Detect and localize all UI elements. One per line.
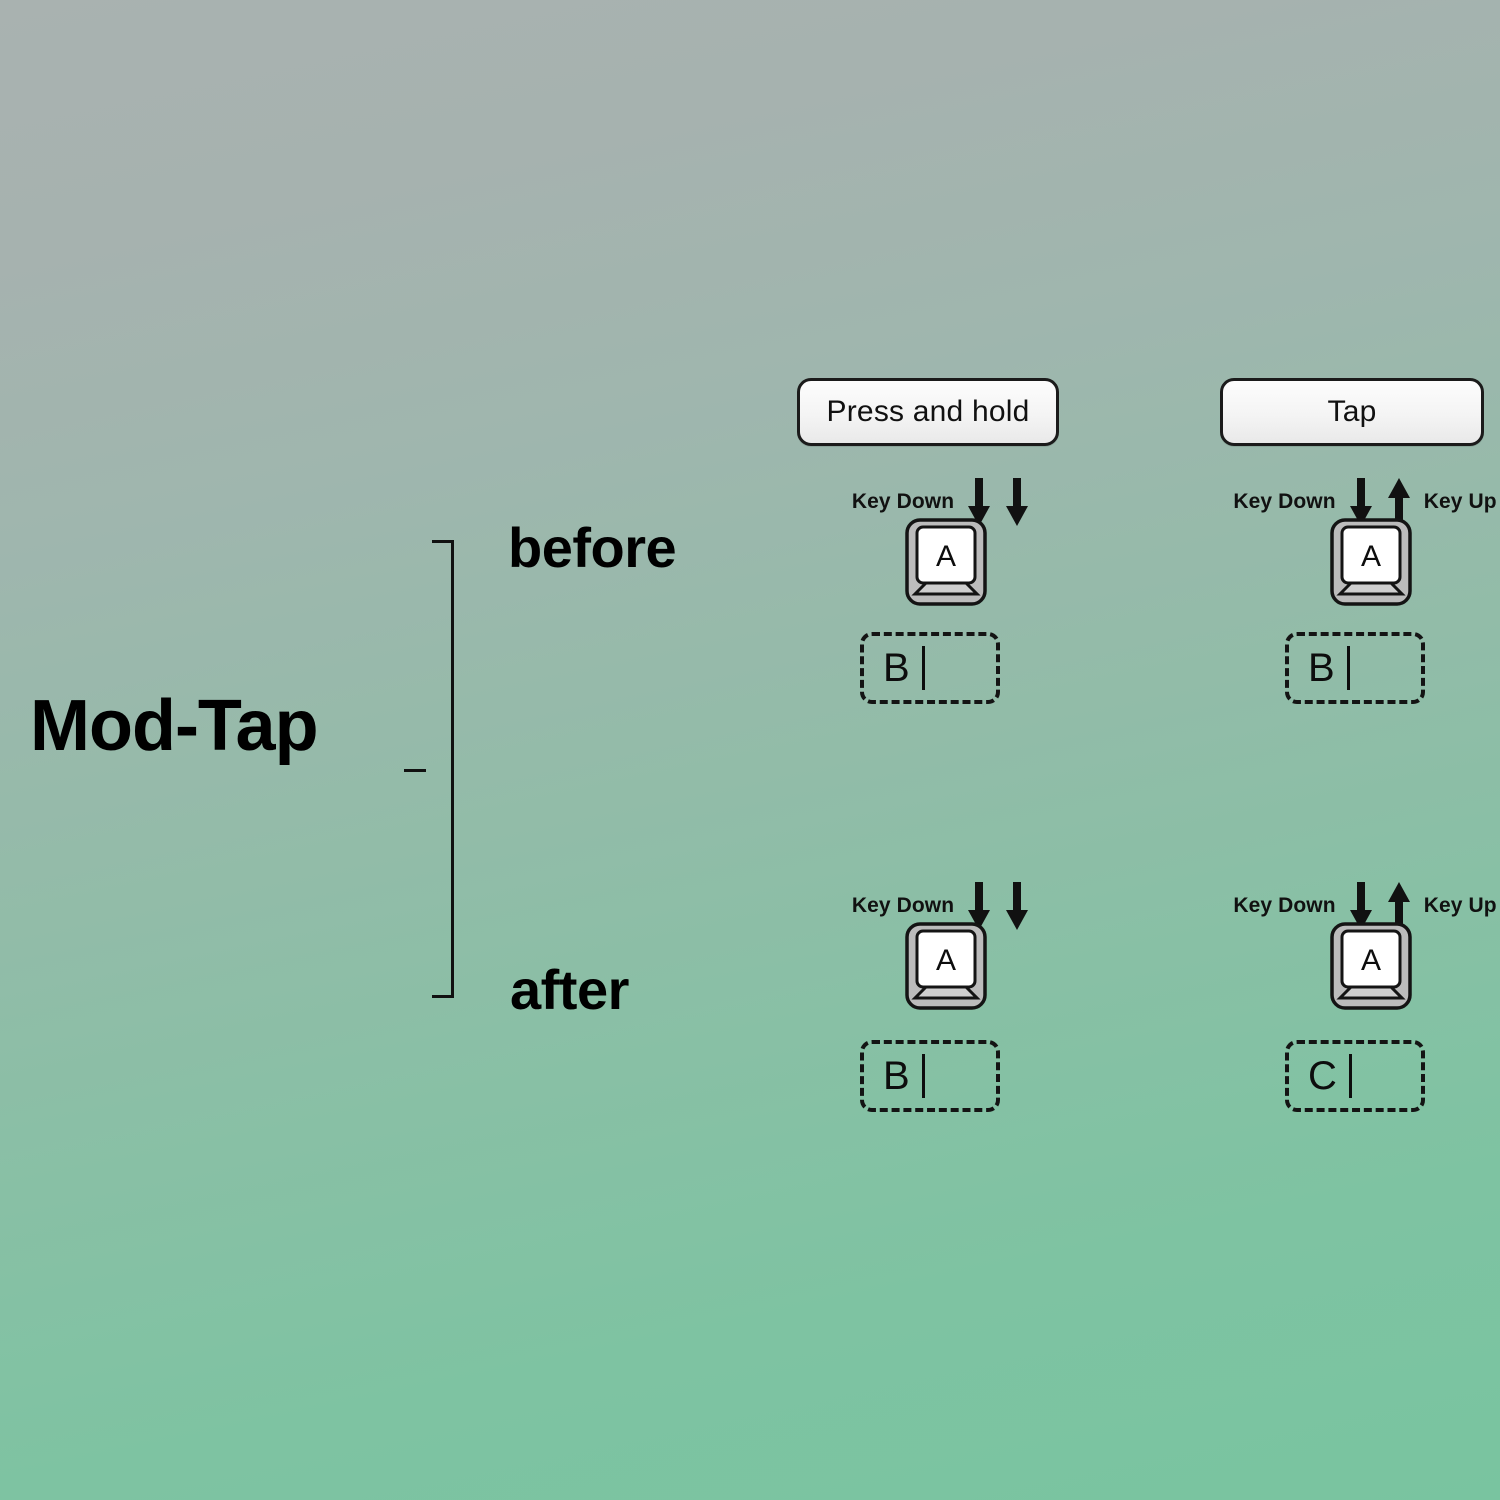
- arrow-down-icon: [1006, 882, 1029, 930]
- key-down-label: Key Down: [851, 894, 955, 917]
- svg-text:A: A: [1361, 944, 1381, 977]
- key-event-row: Key Down Key Up: [1180, 476, 1500, 528]
- text-caret-icon: [1348, 1054, 1352, 1098]
- arrow-group: [968, 478, 1029, 526]
- output-textbox[interactable]: B: [1285, 632, 1425, 704]
- arrow-group: [1349, 478, 1410, 526]
- text-caret-icon: [921, 1054, 925, 1098]
- bracket-stub-bottom: [432, 995, 454, 998]
- output-letter: C: [1308, 1054, 1337, 1098]
- branch-label-after: after: [510, 958, 629, 1021]
- svg-text:A: A: [936, 540, 956, 573]
- key-up-label: Key Up: [1423, 490, 1497, 513]
- header-pill-tap[interactable]: Tap: [1220, 378, 1484, 446]
- page-title: Mod-Tap: [30, 686, 319, 766]
- bracket-vertical-line: [451, 540, 454, 998]
- arrow-group: [1349, 882, 1410, 930]
- output-letter: B: [883, 646, 910, 690]
- keycap-icon[interactable]: A: [905, 922, 987, 1010]
- arrow-down-icon: [1349, 478, 1372, 526]
- text-caret-icon: [921, 646, 925, 690]
- output-letter: B: [1308, 646, 1335, 690]
- text-caret-icon: [1346, 646, 1350, 690]
- output-textbox[interactable]: C: [1285, 1040, 1425, 1112]
- svg-text:A: A: [936, 944, 956, 977]
- branch-label-before: before: [508, 516, 677, 579]
- key-event-row: Key Down: [755, 476, 1125, 528]
- key-down-label: Key Down: [851, 490, 955, 513]
- arrow-up-icon: [1387, 882, 1410, 930]
- key-down-label: Key Down: [1233, 894, 1336, 917]
- bracket-stub-middle: [404, 769, 426, 772]
- arrow-group: [968, 882, 1029, 930]
- output-textbox[interactable]: B: [860, 632, 1000, 704]
- key-up-label: Key Up: [1423, 894, 1497, 917]
- arrow-down-icon: [1006, 478, 1029, 526]
- header-pill-press-and-hold[interactable]: Press and hold: [797, 378, 1059, 446]
- mod-tap-label-group: Mod-Tap before after: [0, 500, 760, 1060]
- keycap-icon[interactable]: A: [1330, 922, 1412, 1010]
- key-event-row: Key Down: [755, 880, 1125, 932]
- arrow-down-icon: [968, 882, 991, 930]
- key-event-row: Key Down Key Up: [1180, 880, 1500, 932]
- svg-text:A: A: [1361, 540, 1381, 573]
- output-letter: B: [883, 1054, 910, 1098]
- arrow-up-icon: [1387, 478, 1410, 526]
- key-down-label: Key Down: [1233, 490, 1336, 513]
- keycap-icon[interactable]: A: [905, 518, 987, 606]
- output-textbox[interactable]: B: [860, 1040, 1000, 1112]
- arrow-down-icon: [1349, 882, 1372, 930]
- keycap-icon[interactable]: A: [1330, 518, 1412, 606]
- bracket-stub-top: [432, 540, 454, 543]
- arrow-down-icon: [968, 478, 991, 526]
